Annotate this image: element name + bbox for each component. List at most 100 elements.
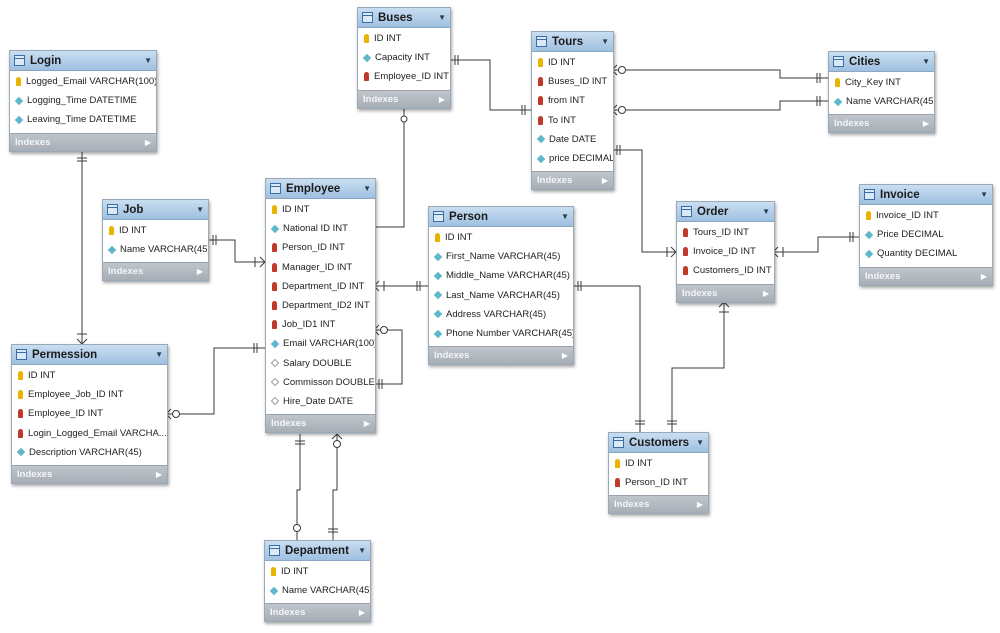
indexes-footer[interactable]: Indexes▶ [829, 114, 934, 133]
indexes-footer[interactable]: Indexes▶ [429, 346, 573, 365]
collapse-arrow-icon[interactable]: ▼ [762, 207, 770, 216]
column-row[interactable]: ID INT [265, 562, 370, 581]
indexes-footer[interactable]: Indexes▶ [265, 603, 370, 622]
collapse-arrow-icon[interactable]: ▼ [696, 438, 704, 447]
expand-triangle-icon[interactable]: ▶ [358, 608, 365, 618]
collapse-arrow-icon[interactable]: ▼ [922, 57, 930, 66]
expand-triangle-icon[interactable]: ▶ [762, 288, 769, 298]
column-row[interactable]: Invoice_ID INT [677, 242, 774, 261]
column-row[interactable]: Middle_Name VARCHAR(45) [429, 266, 573, 285]
collapse-arrow-icon[interactable]: ▼ [144, 56, 152, 65]
column-row[interactable]: National ID INT [266, 219, 375, 238]
collapse-arrow-icon[interactable]: ▼ [155, 350, 163, 359]
expand-triangle-icon[interactable]: ▶ [144, 137, 151, 147]
column-row[interactable]: Person_ID INT [609, 473, 708, 492]
collapse-arrow-icon[interactable]: ▼ [980, 190, 988, 199]
table-header[interactable]: Cities▼ [829, 52, 934, 72]
column-row[interactable]: Date DATE [532, 130, 613, 149]
column-row[interactable]: ID INT [358, 29, 450, 48]
indexes-footer[interactable]: Indexes▶ [860, 266, 992, 285]
column-row[interactable]: Department_ID INT [266, 277, 375, 296]
column-row[interactable]: Capacity INT [358, 48, 450, 67]
column-row[interactable]: Hire_Date DATE [266, 392, 375, 411]
column-row[interactable]: price DECIMAL [532, 149, 613, 168]
table-header[interactable]: Customers▼ [609, 433, 708, 453]
column-row[interactable]: Name VARCHAR(45) [103, 240, 208, 259]
table-header[interactable]: Buses▼ [358, 8, 450, 28]
column-row[interactable]: Description VARCHAR(45) [12, 443, 167, 462]
column-row[interactable]: Phone Number VARCHAR(45) [429, 324, 573, 343]
column-row[interactable]: Invoice_ID INT [860, 206, 992, 225]
table-login[interactable]: Login▼Logged_Email VARCHAR(100)Logging_T… [9, 50, 157, 152]
column-row[interactable]: Department_ID2 INT [266, 296, 375, 315]
collapse-arrow-icon[interactable]: ▼ [196, 205, 204, 214]
column-row[interactable]: Leaving_Time DATETIME [10, 110, 156, 129]
column-row[interactable]: Price DECIMAL [860, 225, 992, 244]
column-row[interactable]: First_Name VARCHAR(45) [429, 247, 573, 266]
column-row[interactable]: ID INT [429, 228, 573, 247]
column-row[interactable]: ID INT [12, 366, 167, 385]
expand-triangle-icon[interactable]: ▶ [601, 176, 608, 186]
indexes-footer[interactable]: Indexes▶ [532, 171, 613, 190]
table-header[interactable]: Order▼ [677, 202, 774, 222]
column-row[interactable]: from INT [532, 91, 613, 110]
column-row[interactable]: Commisson DOUBLE [266, 373, 375, 392]
column-row[interactable]: Manager_ID INT [266, 258, 375, 277]
column-row[interactable]: Logged_Email VARCHAR(100) [10, 72, 156, 91]
column-row[interactable]: Login_Logged_Email VARCHA... [12, 424, 167, 443]
expand-triangle-icon[interactable]: ▶ [561, 351, 568, 361]
column-row[interactable]: ID INT [266, 200, 375, 219]
indexes-footer[interactable]: Indexes▶ [609, 495, 708, 514]
column-row[interactable]: Salary DOUBLE [266, 354, 375, 373]
indexes-footer[interactable]: Indexes▶ [677, 283, 774, 302]
table-header[interactable]: Department▼ [265, 541, 370, 561]
indexes-footer[interactable]: Indexes▶ [358, 89, 450, 108]
column-row[interactable]: Employee_ID INT [12, 404, 167, 423]
expand-triangle-icon[interactable]: ▶ [363, 419, 370, 429]
indexes-footer[interactable]: Indexes▶ [266, 414, 375, 433]
column-row[interactable]: ID INT [532, 53, 613, 72]
column-row[interactable]: Job_ID1 INT [266, 315, 375, 334]
column-row[interactable]: ID INT [609, 454, 708, 473]
collapse-arrow-icon[interactable]: ▼ [438, 13, 446, 22]
collapse-arrow-icon[interactable]: ▼ [363, 184, 371, 193]
table-header[interactable]: Permession▼ [12, 345, 167, 365]
column-row[interactable]: Last_Name VARCHAR(45) [429, 286, 573, 305]
column-row[interactable]: City_Key INT [829, 73, 934, 92]
column-row[interactable]: Address VARCHAR(45) [429, 305, 573, 324]
indexes-footer[interactable]: Indexes▶ [103, 262, 208, 281]
column-row[interactable]: Employee_Job_ID INT [12, 385, 167, 404]
column-row[interactable]: Buses_ID INT [532, 72, 613, 91]
column-row[interactable]: Person_ID INT [266, 238, 375, 257]
column-row[interactable]: ID INT [103, 221, 208, 240]
table-header[interactable]: Tours▼ [532, 32, 613, 52]
collapse-arrow-icon[interactable]: ▼ [601, 37, 609, 46]
column-row[interactable]: Logging_Time DATETIME [10, 91, 156, 110]
column-row[interactable]: Name VARCHAR(45) [265, 581, 370, 600]
column-row[interactable]: To INT [532, 111, 613, 130]
table-header[interactable]: Job▼ [103, 200, 208, 220]
expand-triangle-icon[interactable]: ▶ [980, 271, 987, 281]
collapse-arrow-icon[interactable]: ▼ [561, 212, 569, 221]
collapse-arrow-icon[interactable]: ▼ [358, 546, 366, 555]
expand-triangle-icon[interactable]: ▶ [696, 500, 703, 510]
table-header[interactable]: Login▼ [10, 51, 156, 71]
expand-triangle-icon[interactable]: ▶ [438, 94, 445, 104]
expand-triangle-icon[interactable]: ▶ [155, 469, 162, 479]
column-row[interactable]: Tours_ID INT [677, 223, 774, 242]
column-row[interactable]: Customers_ID INT [677, 261, 774, 280]
table-header[interactable]: Person▼ [429, 207, 573, 227]
indexes-footer[interactable]: Indexes▶ [10, 132, 156, 151]
column-row[interactable]: Name VARCHAR(45) [829, 92, 934, 111]
